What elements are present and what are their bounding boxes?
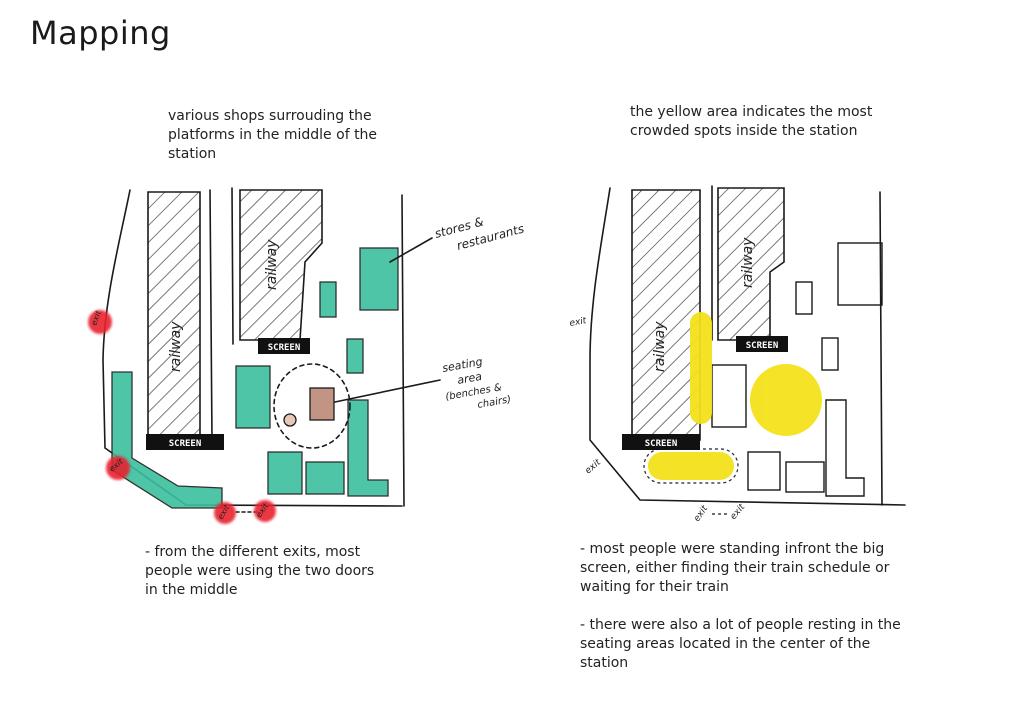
note-shops: various shops surrouding the platforms i… <box>168 108 378 162</box>
store-outline <box>747 451 781 491</box>
railway-label: railway <box>652 321 668 372</box>
railway-right-area <box>717 187 785 341</box>
exit-label: exit <box>584 457 604 476</box>
left-screens: SCREEN SCREEN <box>146 338 310 450</box>
store-corridor <box>111 371 223 509</box>
screen-label: SCREEN <box>645 439 678 449</box>
left-railway-labels: railway railway <box>168 239 280 372</box>
seating-annotation-line2: area <box>456 370 483 387</box>
platform-edge <box>209 189 213 441</box>
exit-label: exit <box>692 504 710 524</box>
store-outline <box>795 281 813 315</box>
store-outline-l <box>825 399 865 497</box>
note-yellow-area: the yellow area indicates the most crowd… <box>630 104 873 139</box>
left-annotations: stores & restaurants seating area (bench… <box>433 214 525 411</box>
stores-leader <box>389 237 433 263</box>
railway-right-area <box>239 189 323 341</box>
railway-label: railway <box>168 321 184 372</box>
store-block <box>235 365 271 429</box>
seating-chair <box>283 413 297 427</box>
crowded-strip <box>690 312 712 424</box>
store-block <box>346 338 364 374</box>
stores-group <box>111 247 399 509</box>
railway-label: railway <box>264 239 280 290</box>
crowded-screen-area <box>648 452 734 480</box>
right-map <box>589 185 906 506</box>
screen-label: SCREEN <box>268 343 301 353</box>
exit-label: exit <box>729 502 748 522</box>
seating-leader <box>334 379 441 403</box>
outer-wall <box>102 189 403 507</box>
seating-annotation-line4: chairs) <box>477 394 512 411</box>
exit-label: exit <box>569 316 588 329</box>
crowded-areas <box>643 312 822 484</box>
left-map <box>102 187 441 513</box>
store-block-l <box>347 399 389 497</box>
store-outline <box>711 364 747 428</box>
store-block <box>319 281 337 318</box>
railway-left-area <box>631 189 701 441</box>
store-outline <box>837 242 883 306</box>
left-exits: exit exit exit exit <box>88 309 276 524</box>
store-block <box>305 461 345 495</box>
store-block <box>359 247 399 311</box>
right-wall <box>879 191 883 506</box>
note-exits: - from the different exits, most people … <box>145 544 375 598</box>
page-title: Mapping <box>30 14 171 52</box>
seating-bench <box>309 387 335 421</box>
right-railway-labels: railway railway <box>652 237 756 372</box>
railway-left-area <box>147 191 201 441</box>
crowded-seating <box>750 364 822 436</box>
store-outline <box>785 461 825 493</box>
store-outline <box>821 337 839 371</box>
seating-boundary <box>273 363 351 449</box>
right-screens: SCREEN SCREEN <box>622 336 788 450</box>
store-block <box>267 451 303 495</box>
screen-label: SCREEN <box>169 439 202 449</box>
outer-wall <box>589 187 906 506</box>
railway-label: railway <box>740 237 756 288</box>
note-crowds: - most people were standing infront the … <box>580 541 901 671</box>
right-wall <box>401 194 405 507</box>
screen-label: SCREEN <box>746 341 779 351</box>
platform-edge-2 <box>231 187 234 345</box>
